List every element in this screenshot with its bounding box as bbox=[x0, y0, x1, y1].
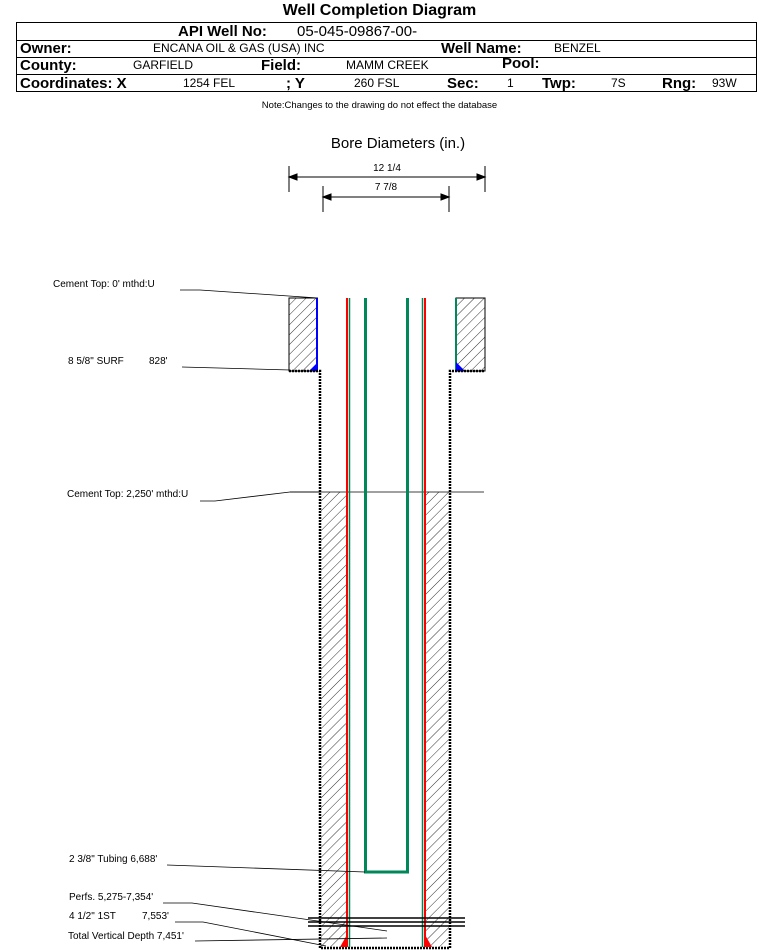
database-note: Note:Changes to the drawing do not effec… bbox=[261, 100, 498, 111]
rng-label: Rng: bbox=[662, 75, 697, 92]
coordinates-row: Coordinates: X 1254 FEL ; Y 260 FSL Sec:… bbox=[17, 75, 756, 92]
production-casing-label: 4 1/2" 1ST bbox=[69, 911, 116, 922]
production-cement-right bbox=[426, 492, 449, 947]
coord-y-value: 260 FSL bbox=[354, 76, 400, 90]
leader-lines bbox=[163, 289, 388, 947]
field-value: MAMM CREEK bbox=[346, 58, 429, 72]
owner-row: Owner: ENCANA OIL & GAS (USA) INC Well N… bbox=[17, 40, 756, 58]
surface-shoe-right bbox=[456, 362, 465, 371]
surface-cement-right bbox=[455, 297, 486, 372]
well-header-table: API Well No: 05-045-09867-00- Owner: ENC… bbox=[16, 22, 757, 92]
county-label: County: bbox=[20, 57, 77, 74]
page-title: Well Completion Diagram bbox=[282, 2, 477, 19]
well-name-label: Well Name: bbox=[441, 40, 522, 57]
borehole-wall bbox=[289, 369, 485, 950]
sec-label: Sec: bbox=[447, 75, 479, 92]
bore-inner-dimension bbox=[321, 186, 451, 212]
county-row: County: GARFIELD Field: MAMM CREEK Pool: bbox=[17, 55, 756, 75]
sec-value: 1 bbox=[507, 76, 514, 90]
production-casing bbox=[340, 298, 432, 947]
coord-y-label: ; Y bbox=[286, 75, 305, 92]
bore-diameters-title: Bore Diameters (in.) bbox=[331, 135, 465, 152]
tubing bbox=[364, 298, 409, 874]
well-name-value: BENZEL bbox=[554, 41, 601, 55]
api-row: API Well No: 05-045-09867-00- bbox=[17, 23, 756, 41]
surface-casing-label: 8 5/8" SURF bbox=[68, 356, 124, 367]
cement-top-production-label: Cement Top: 2,250' mthd:U bbox=[67, 489, 188, 500]
pool-label: Pool: bbox=[502, 55, 540, 72]
tubing-label: 2 3/8" Tubing 6,688' bbox=[69, 854, 157, 865]
bore-inner-label: 7 7/8 bbox=[375, 182, 398, 193]
surface-shoe-left bbox=[309, 362, 318, 371]
production-casing-depth: 7,553' bbox=[142, 911, 169, 922]
twp-value: 7S bbox=[611, 76, 626, 90]
perforations bbox=[308, 917, 465, 927]
county-value: GARFIELD bbox=[133, 58, 194, 72]
api-value: 05-045-09867-00- bbox=[297, 23, 418, 40]
coord-x-label: Coordinates: X bbox=[20, 75, 127, 92]
coord-x-value: 1254 FEL bbox=[183, 76, 236, 90]
perfs-label: Perfs. 5,275-7,354' bbox=[69, 892, 153, 903]
twp-label: Twp: bbox=[542, 75, 576, 92]
surface-casing-depth: 828' bbox=[149, 356, 168, 367]
total-vertical-depth-label: Total Vertical Depth 7,451' bbox=[68, 931, 184, 942]
bore-outer-label: 12 1/4 bbox=[373, 163, 401, 174]
rng-value: 93W bbox=[712, 76, 737, 90]
cement-top-surface-label: Cement Top: 0' mthd:U bbox=[53, 279, 155, 290]
api-label: API Well No: bbox=[178, 23, 267, 40]
owner-value: ENCANA OIL & GAS (USA) INC bbox=[153, 41, 325, 55]
owner-label: Owner: bbox=[20, 40, 72, 57]
bore-outer-dimension bbox=[287, 166, 487, 192]
field-label: Field: bbox=[261, 57, 301, 74]
production-cement-left bbox=[321, 492, 346, 947]
surface-cement-left bbox=[288, 297, 318, 372]
